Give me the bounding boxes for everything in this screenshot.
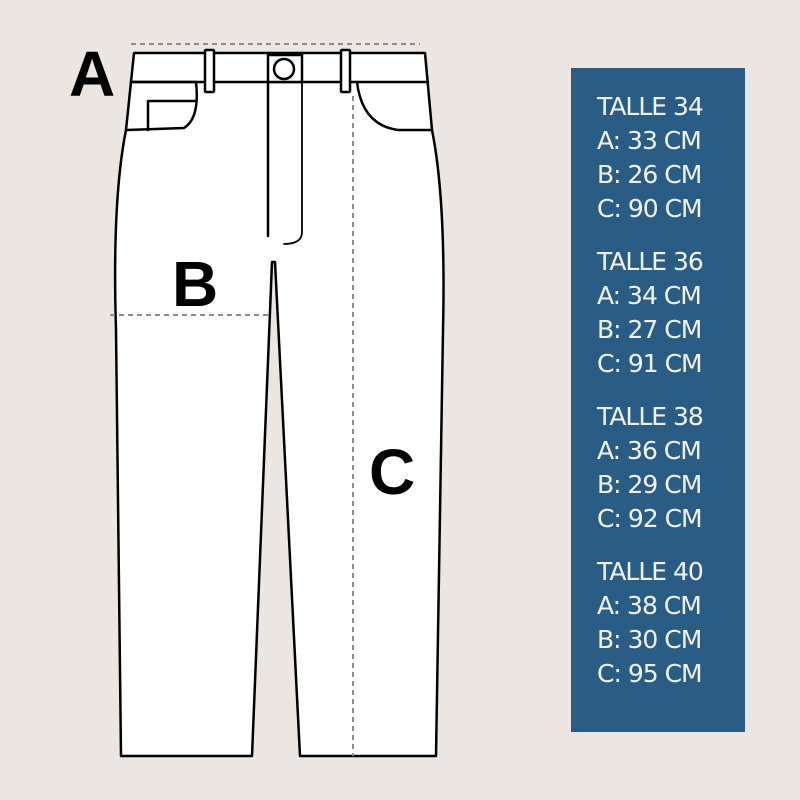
measure-b: B: 26 CM xyxy=(597,160,702,189)
size-title: TALLE 34 xyxy=(597,92,704,121)
size-block-38: TALLE 38 A: 36 CM B: 29 CM C: 92 CM xyxy=(597,400,745,536)
dimension-label-b: B xyxy=(172,248,219,320)
measure-c: C: 92 CM xyxy=(597,504,703,533)
dimension-label-c: C xyxy=(369,436,416,508)
measure-a: A: 36 CM xyxy=(597,436,702,465)
pants-outline xyxy=(113,51,445,758)
measure-b: B: 29 CM xyxy=(597,470,702,499)
measure-b: B: 27 CM xyxy=(597,315,702,344)
belt-loop-left xyxy=(203,48,216,94)
measure-a: A: 33 CM xyxy=(597,126,702,155)
measure-c: C: 95 CM xyxy=(597,659,703,688)
size-block-36: TALLE 36 A: 34 CM B: 27 CM C: 91 CM xyxy=(597,245,745,381)
measure-c: C: 90 CM xyxy=(597,194,703,223)
belt-loop-right xyxy=(339,48,352,94)
right-pocket xyxy=(355,80,434,132)
coin-pocket xyxy=(146,99,197,132)
size-block-34: TALLE 34 A: 33 CM B: 26 CM C: 90 CM xyxy=(597,90,745,226)
size-chart-panel: TALLE 34 A: 33 CM B: 26 CM C: 90 CM TALL… xyxy=(571,68,745,732)
measure-c: C: 91 CM xyxy=(597,349,703,378)
dimension-label-a: A xyxy=(69,38,116,110)
button xyxy=(272,57,296,81)
measure-a: A: 34 CM xyxy=(597,281,702,310)
measure-a: A: 38 CM xyxy=(597,591,702,620)
left-pocket xyxy=(125,80,198,132)
size-block-40: TALLE 40 A: 38 CM B: 30 CM C: 95 CM xyxy=(597,555,745,691)
measure-b: B: 30 CM xyxy=(597,625,702,654)
size-title: TALLE 40 xyxy=(597,557,704,586)
size-title: TALLE 36 xyxy=(597,247,704,276)
fly-stitch xyxy=(283,81,303,245)
size-title: TALLE 38 xyxy=(597,402,704,431)
